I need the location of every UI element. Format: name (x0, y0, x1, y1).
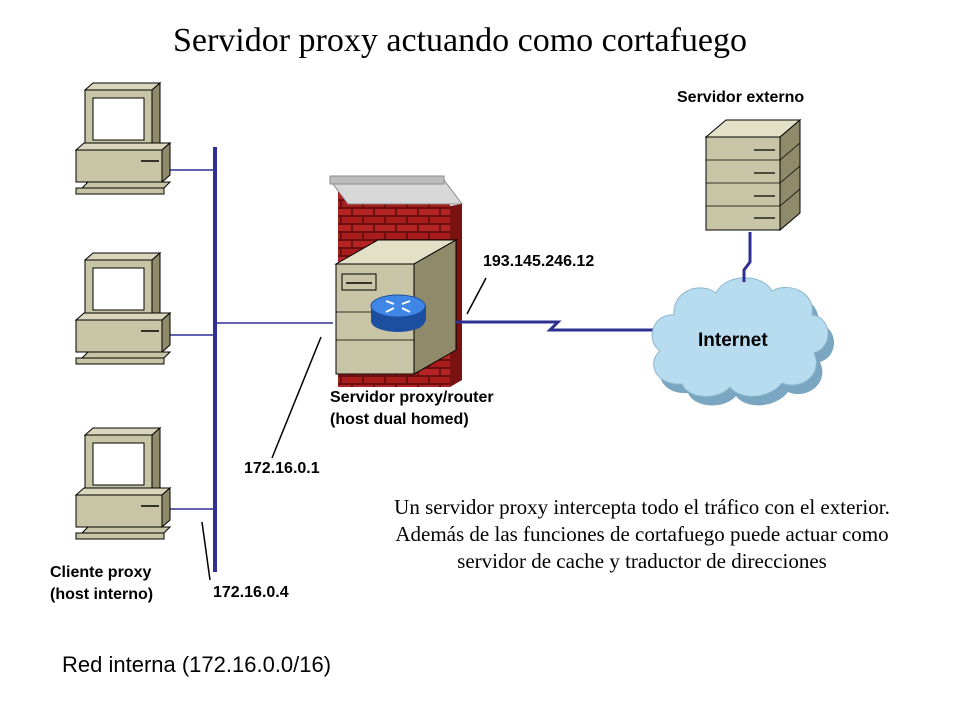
page-title: Servidor proxy actuando como cortafuego (172, 22, 748, 59)
external-server-icon (704, 118, 802, 232)
client-ip: 172.16.0.4 (213, 584, 289, 601)
internet-cloud-icon (651, 277, 835, 406)
lan-backbone (170, 147, 333, 572)
proxy-external-ip: 193.145.246.12 (483, 253, 595, 270)
internal-ip-pointer (271, 336, 322, 459)
proxy-internal-ip: 172.16.0.1 (244, 460, 320, 477)
internal-network-label: Red interna (172.16.0.0/16) (62, 652, 332, 677)
client-label-line1: Cliente proxy (50, 564, 152, 581)
proxy-label-line2: (host dual homed) (330, 411, 469, 428)
proxy-label-line1: Servidor proxy/router (330, 389, 494, 406)
internet-server-link (742, 232, 752, 282)
external-server-label: Servidor externo (677, 89, 805, 106)
client-label-line2: (host interno) (50, 586, 154, 603)
caption-text: Un servidor proxy intercepta todo el trá… (394, 495, 890, 573)
annotation-pointers (201, 277, 487, 581)
wan-link (456, 320, 680, 332)
client-computer-icon (74, 426, 172, 540)
internet-label: Internet (698, 330, 768, 351)
client-computer-icon (74, 251, 172, 365)
proxy-server-icon (334, 239, 458, 375)
client-computer-icon (74, 81, 172, 195)
router-icon (370, 294, 426, 332)
external-ip-pointer (466, 277, 487, 315)
client-ip-pointer (201, 521, 211, 581)
